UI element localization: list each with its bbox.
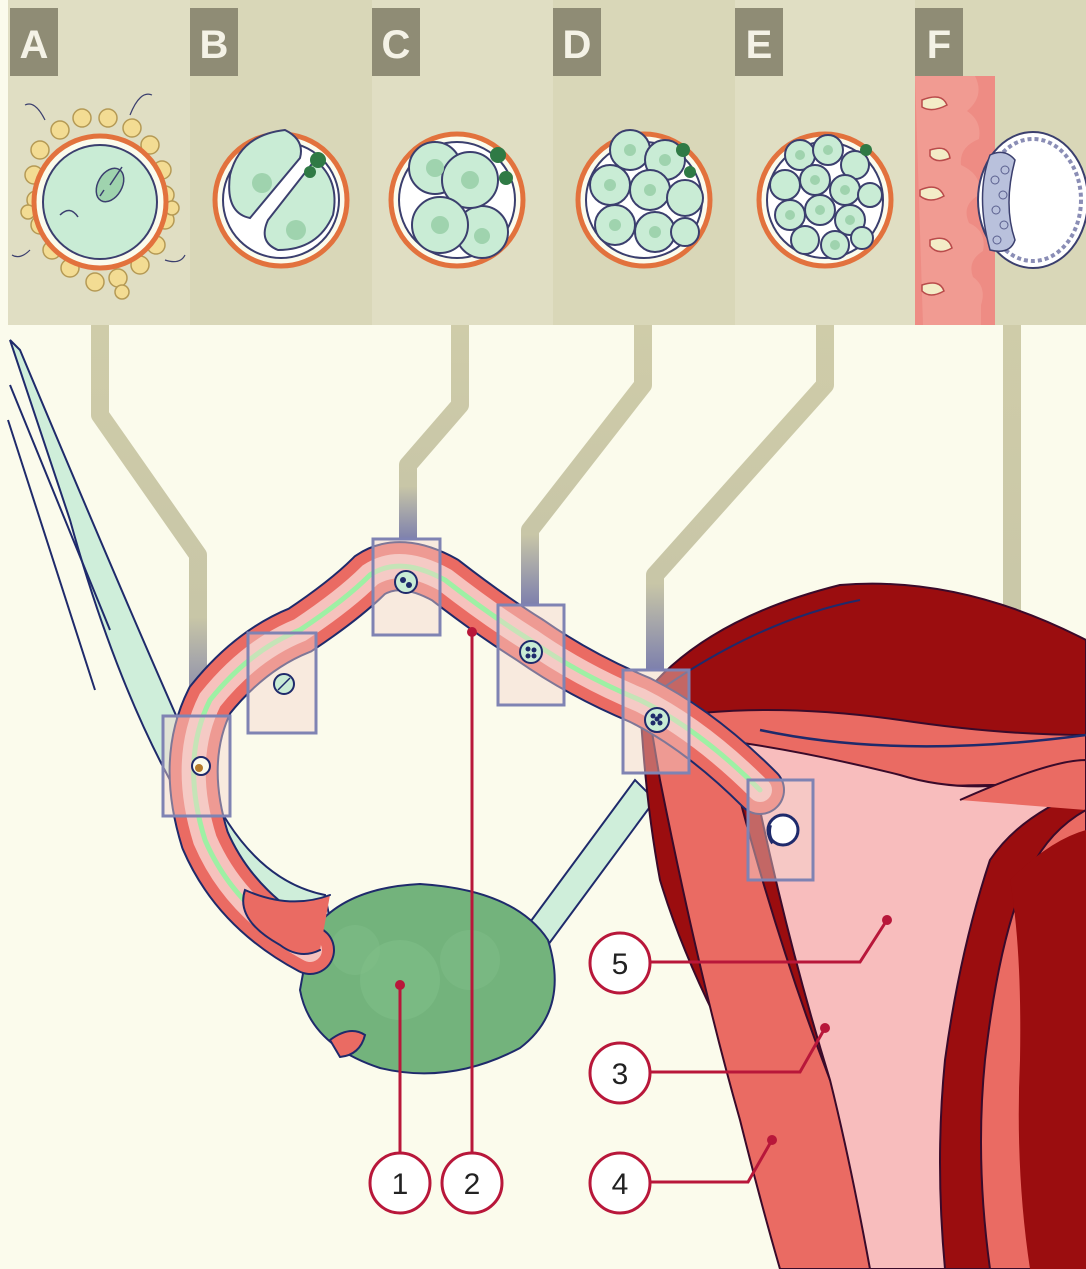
callout-number: 4	[612, 1168, 629, 1201]
morula-illustration	[759, 134, 891, 266]
panel-label-e: E	[735, 8, 783, 76]
panel-letter: A	[20, 23, 49, 67]
callout-number: 3	[612, 1058, 629, 1091]
callout-number: 2	[464, 1168, 481, 1201]
four-cell-embryo-illustration	[391, 134, 523, 266]
stage-marker-c	[373, 539, 440, 635]
panel-label-c: C	[372, 8, 420, 76]
eight-cell-embryo-illustration	[578, 130, 710, 266]
panel-letter: D	[563, 23, 592, 67]
panel-label-d: D	[553, 8, 601, 76]
stage-marker-b	[248, 633, 316, 733]
stage-marker-e	[623, 670, 689, 773]
panel-letter: F	[927, 23, 951, 67]
panel-letter: C	[382, 23, 411, 67]
panel-label-a: A	[10, 8, 58, 76]
panel-label-b: B	[190, 8, 238, 76]
stage-marker-f	[748, 780, 813, 880]
panel-label-f: F	[915, 8, 963, 76]
two-cell-embryo-illustration	[215, 130, 347, 266]
stage-marker-a	[163, 716, 230, 816]
callout-number: 5	[612, 948, 629, 981]
callout-number: 1	[392, 1168, 409, 1201]
stage-panels: A B C D E F	[8, 0, 1086, 325]
panel-letter: E	[746, 23, 773, 67]
panel-letter: B	[200, 23, 229, 67]
stage-marker-d	[498, 605, 564, 705]
